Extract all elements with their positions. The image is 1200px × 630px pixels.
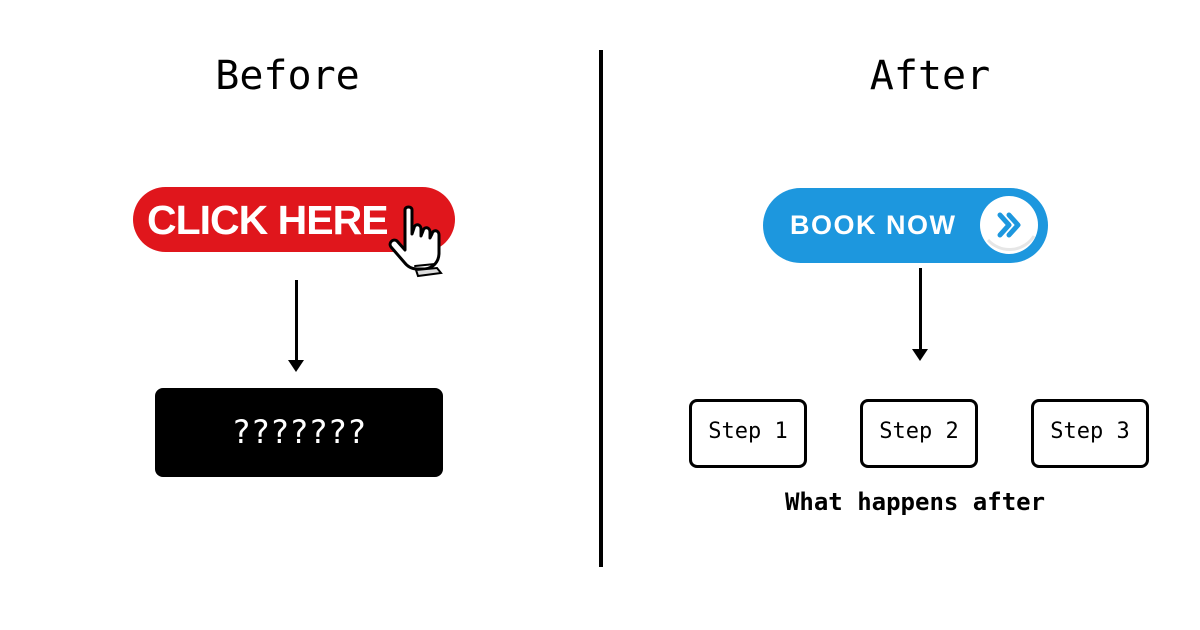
steps-caption: What happens after — [784, 488, 1046, 516]
after-title: After — [869, 53, 991, 99]
book-now-button-label: BOOK NOW — [790, 210, 957, 240]
pointer-hand-icon — [385, 198, 465, 278]
before-arrow-head — [288, 360, 304, 372]
click-here-button[interactable] — [133, 187, 455, 252]
step-3-box — [1031, 399, 1149, 468]
step-2-box — [860, 399, 978, 468]
double-chevron-right-icon — [978, 194, 1040, 256]
unknown-outcome-label: ??????? — [231, 413, 367, 451]
after-arrow-line — [919, 268, 922, 350]
vertical-divider — [599, 50, 603, 567]
after-arrow-head — [912, 349, 928, 361]
click-here-button-label: CLICK HERE — [147, 197, 389, 243]
before-title: Before — [215, 53, 360, 99]
before-arrow-line — [295, 280, 298, 360]
step-3-label: Step 3 — [1050, 419, 1130, 444]
step-1-box — [689, 399, 807, 468]
step-1-label: Step 1 — [708, 419, 788, 444]
unknown-outcome-box — [155, 388, 443, 477]
step-2-label: Step 2 — [879, 419, 959, 444]
